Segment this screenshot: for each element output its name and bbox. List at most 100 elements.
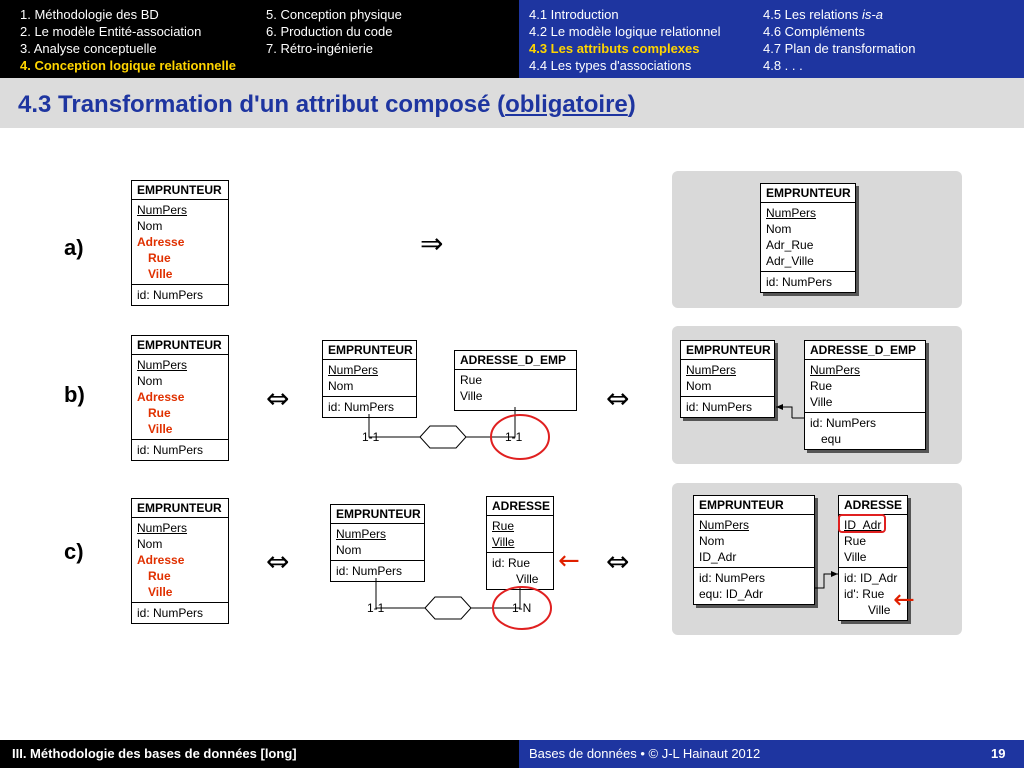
attr-rue: Rue [148, 569, 171, 583]
nav-relations-text: 4.5 Les relations [763, 7, 863, 22]
entity-identifiers: id: NumPers [761, 272, 855, 292]
entity-name: EMPRUNTEUR [132, 336, 228, 355]
footer-copyright: © [648, 746, 659, 761]
entity-identifiers: id: NumPers [132, 285, 228, 305]
entity-identifiers: id: ID_Adr id': Rue Ville [839, 568, 907, 620]
nav-item-retro-ingenierie[interactable]: 7. Rétro-ingénierie [266, 41, 373, 56]
attr-numpers: NumPers [137, 203, 188, 217]
entity-name: EMPRUNTEUR [761, 184, 855, 203]
entity-attributes: NumPers Nom Adresse Rue Ville [132, 355, 228, 440]
id-numpers: id: NumPers [137, 443, 204, 457]
nav-is-a-text: is-a [862, 7, 883, 22]
entity-c-result-emprunteur: EMPRUNTEUR NumPers Nom ID_Adr id: NumPer… [693, 495, 815, 605]
row-label-a: a) [64, 235, 84, 260]
attr-numpers: NumPers [336, 527, 387, 541]
attr-adr-ville: Adr_Ville [766, 254, 814, 268]
id-id-adr: id: ID_Adr [844, 571, 898, 585]
attr-nom: Nom [766, 222, 792, 236]
relation-c-name: de [441, 600, 455, 614]
cardinality-c-right: 1-N [512, 601, 532, 615]
entity-name: ADRESSE_D_EMP [455, 351, 576, 370]
highlight-arrow-c-mid: ← [558, 546, 580, 576]
entity-identifiers: id: NumPers [681, 397, 774, 417]
attr-rue: Rue [810, 379, 833, 393]
title-suffix: ) [627, 91, 636, 118]
entity-a-source: EMPRUNTEUR NumPers Nom Adresse Rue Ville… [131, 180, 229, 306]
id-numpers: id: NumPers [137, 606, 204, 620]
nav-item-plan-transformation[interactable]: 4.7 Plan de transformation [763, 41, 916, 56]
equivalence-arrow-b-left: ⇔ [266, 382, 290, 415]
id-ville: Ville [516, 572, 539, 586]
nav-item-conception-physique[interactable]: 5. Conception physique [266, 7, 402, 22]
nav-item-analyse[interactable]: 3. Analyse conceptuelle [20, 41, 157, 56]
entity-name: EMPRUNTEUR [132, 181, 228, 200]
cardinality-b-right: 1-1 [505, 430, 523, 444]
entity-name: EMPRUNTEUR [132, 499, 228, 518]
title-prefix: 4.3 Transformation d'un attribut composé… [18, 91, 506, 118]
attr-nom: Nom [137, 219, 163, 233]
highlight-arrow-c-result: ← [893, 585, 915, 615]
nav-item-methodologie[interactable]: 1. Méthodologie des BD [20, 7, 159, 22]
attr-adresse: Adresse [137, 553, 185, 567]
entity-a-result: EMPRUNTEUR NumPers Nom Adr_Rue Adr_Ville… [760, 183, 856, 293]
entity-attributes: NumPers Nom Adresse Rue Ville [132, 518, 228, 603]
relation-b-name: de [436, 429, 450, 443]
entity-attributes: NumPers Nom [331, 524, 424, 561]
nav-item-production-code[interactable]: 6. Production du code [266, 24, 393, 39]
nav-item-introduction[interactable]: 4.1 Introduction [529, 7, 619, 22]
attr-nom: Nom [336, 543, 362, 557]
attr-ville: Ville [492, 535, 515, 549]
nav-item-modele-logique[interactable]: 4.2 Le modèle logique relationnel [529, 24, 721, 39]
footer-credit: Bases de données • © J-L Hainaut 2012 [529, 746, 760, 761]
implies-arrow: ⇒ [420, 227, 444, 260]
page-title: 4.3 Transformation d'un attribut composé… [18, 91, 636, 119]
equivalence-arrow-c-right: ⇔ [606, 545, 630, 578]
entity-c-mid-adresse: ADRESSE Rue Ville id: Rue Ville [486, 496, 554, 590]
attr-adr-rue: Adr_Rue [766, 238, 814, 252]
footer-credit-prefix: Bases de données [529, 746, 641, 761]
nav-item-types-associations[interactable]: 4.4 Les types d'associations [529, 58, 692, 73]
entity-identifiers: id: Rue Ville [487, 553, 553, 589]
attr-rue: Rue [148, 406, 171, 420]
title-bar [0, 78, 1024, 128]
attr-rue: Rue [844, 534, 867, 548]
page-number: 19 [991, 746, 1006, 761]
attr-adresse: Adresse [137, 390, 185, 404]
id-numpers: id: NumPers [810, 416, 877, 430]
cardinality-c-left: 1-1 [367, 601, 385, 615]
entity-identifiers: id: NumPers [323, 397, 416, 417]
id-prime-rue: id': Rue [844, 587, 885, 601]
nav-item-attributs-complexes[interactable]: 4.3 Les attributs complexes [529, 41, 700, 56]
attr-adresse: Adresse [137, 235, 185, 249]
nav-item-relations-is-a[interactable]: 4.5 Les relations is-a [763, 6, 883, 23]
entity-attributes: ID_Adr Rue Ville [839, 515, 907, 568]
title-underlined: obligatoire [505, 91, 628, 118]
entity-attributes: NumPers Nom Adresse Rue Ville [132, 200, 228, 285]
entity-identifiers: id: NumPers equ: ID_Adr [694, 568, 814, 604]
id-numpers: id: NumPers [766, 275, 833, 289]
attr-nom: Nom [699, 534, 725, 548]
id-numpers: id: NumPers [699, 571, 766, 585]
id-numpers: id: NumPers [336, 564, 403, 578]
entity-attributes: NumPers Nom [681, 360, 774, 397]
id-prime-ville: Ville [868, 603, 891, 617]
attr-numpers: NumPers [137, 521, 188, 535]
footer-right-pane: Bases de données • © J-L Hainaut 2012 19 [519, 740, 1024, 768]
entity-c-mid-emprunteur: EMPRUNTEUR NumPers Nom id: NumPers [330, 504, 425, 582]
nav-item-more[interactable]: 4.8 . . . [763, 58, 803, 73]
nav-item-entite-association[interactable]: 2. Le modèle Entité-association [20, 24, 202, 39]
nav-item-conception-logique[interactable]: 4. Conception logique relationnelle [20, 58, 236, 73]
entity-c-source: EMPRUNTEUR NumPers Nom Adresse Rue Ville… [131, 498, 229, 624]
equivalence-arrow-c-left: ⇔ [266, 545, 290, 578]
attr-nom: Nom [686, 379, 712, 393]
row-label-b: b) [64, 382, 85, 407]
entity-b-mid-emprunteur: EMPRUNTEUR NumPers Nom id: NumPers [322, 340, 417, 418]
nav-item-complements[interactable]: 4.6 Compléments [763, 24, 865, 39]
entity-attributes: NumPers Rue Ville [805, 360, 925, 413]
entity-identifiers: id: NumPers [132, 440, 228, 460]
entity-identifiers: id: NumPers [132, 603, 228, 623]
entity-attributes: NumPers Nom ID_Adr [694, 515, 814, 568]
attr-numpers: NumPers [699, 518, 750, 532]
attr-ville: Ville [148, 267, 173, 281]
footer: III. Méthodologie des bases de données [… [0, 740, 1024, 768]
